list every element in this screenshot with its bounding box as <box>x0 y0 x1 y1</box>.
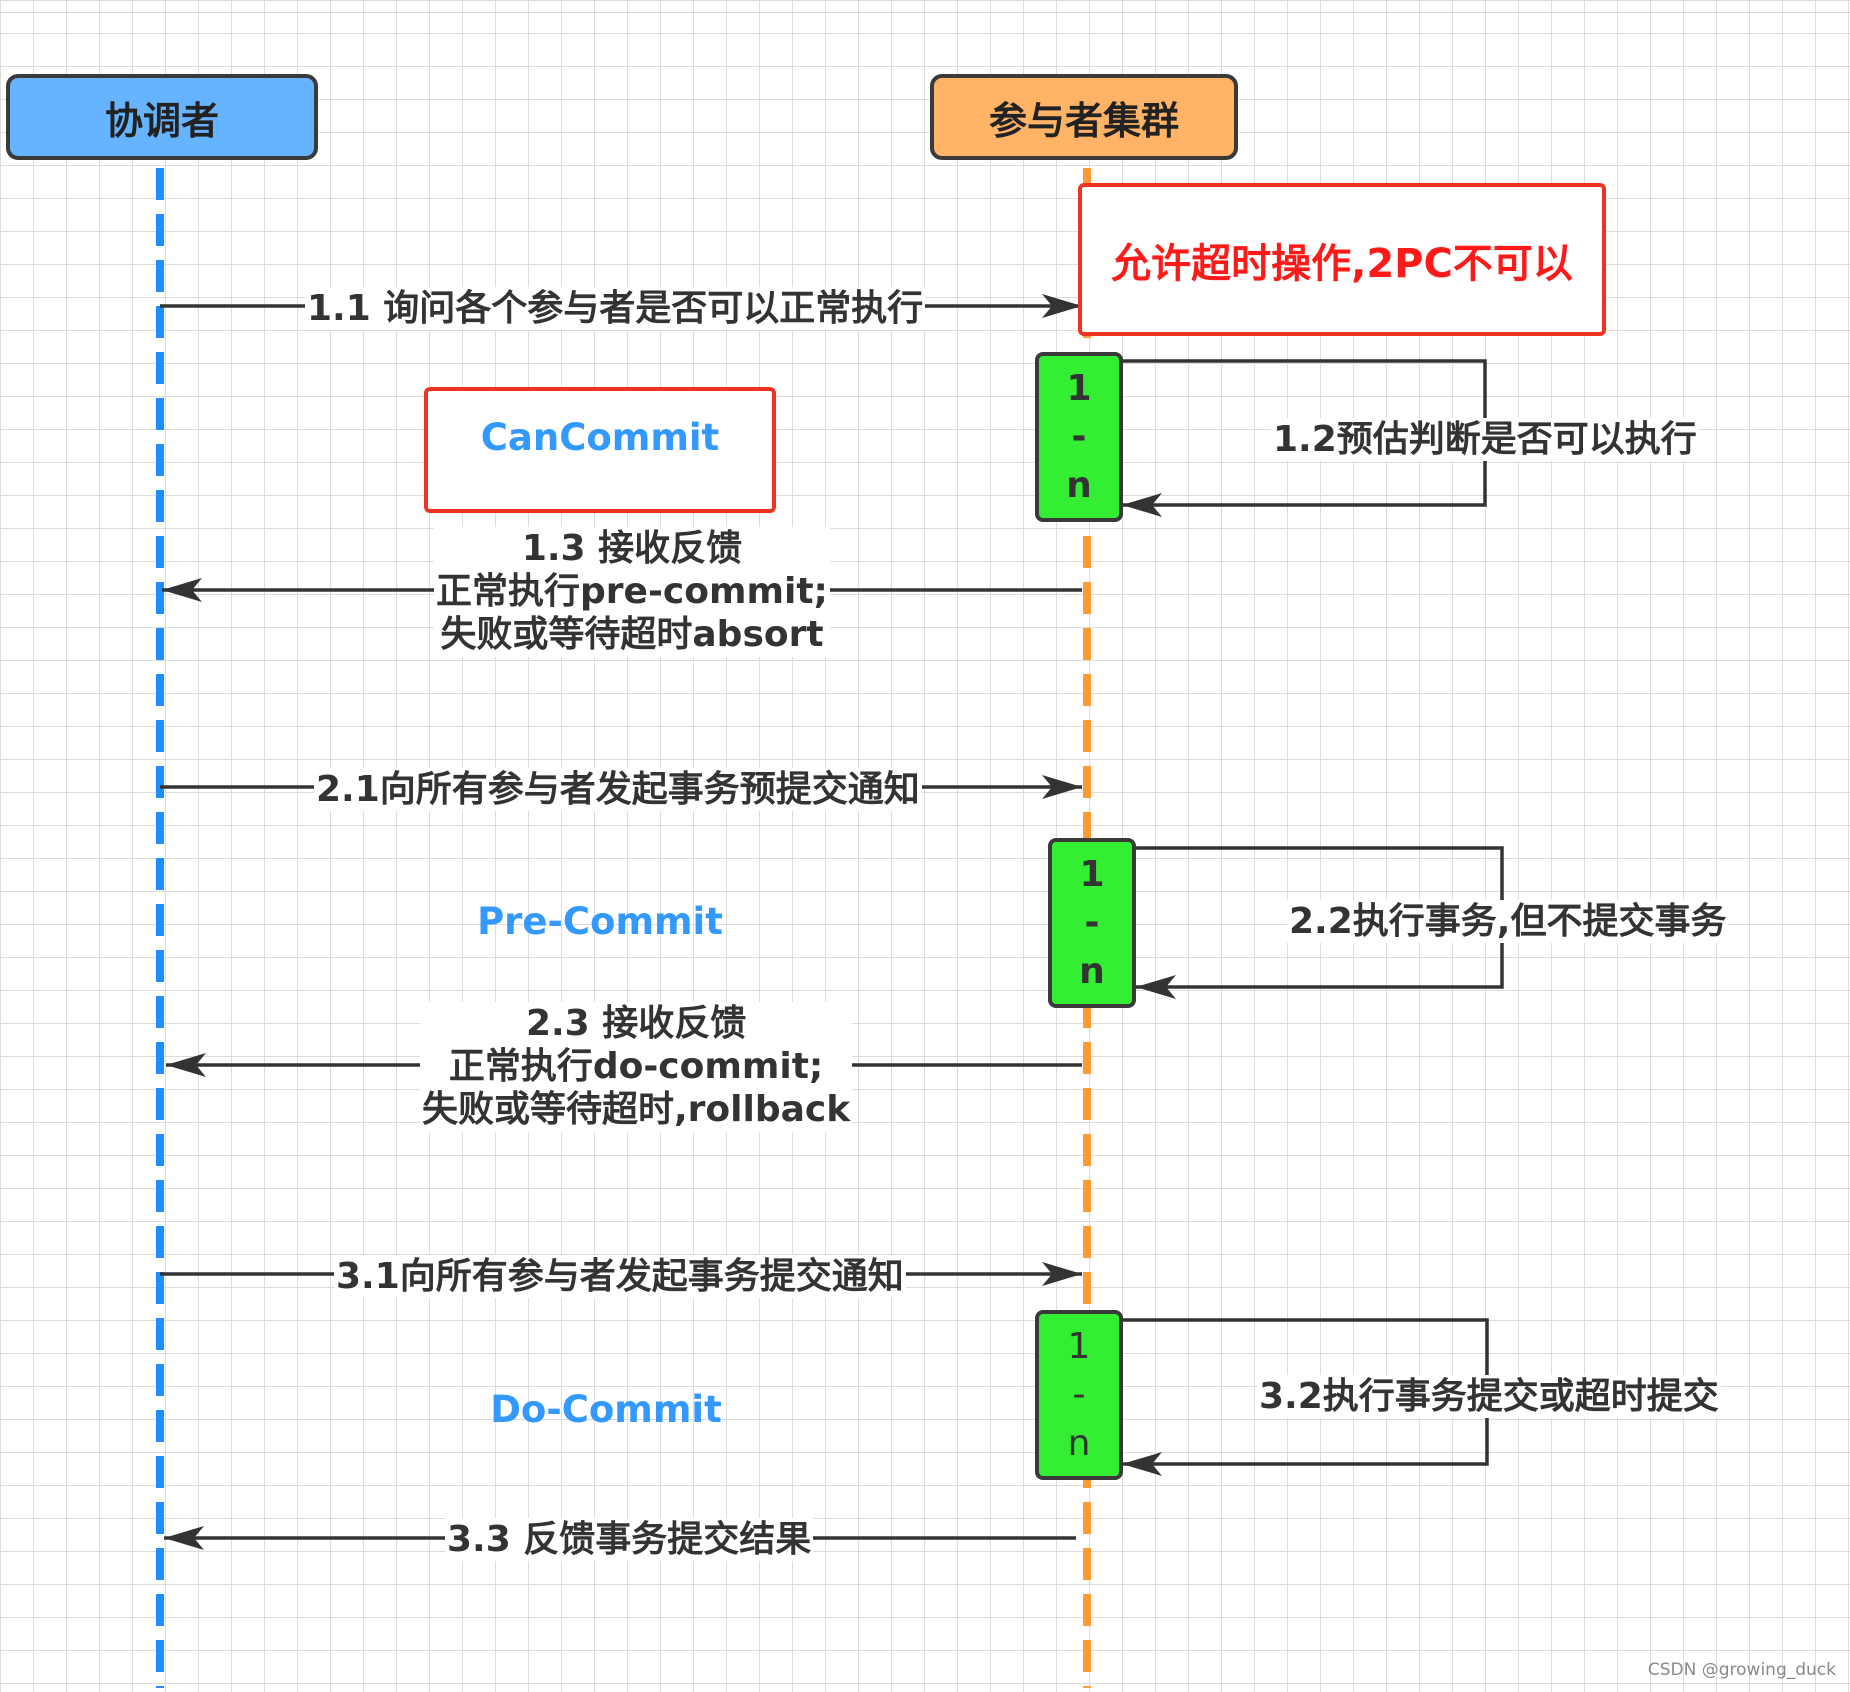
arrowhead-1-3 <box>162 578 202 602</box>
activation-label-top: 1 <box>1066 367 1092 409</box>
arrowhead-2-3 <box>166 1053 206 1077</box>
message-1-2-label: 1.2预估判断是否可以执行 <box>1271 418 1699 462</box>
activation-label-bottom: n <box>1079 951 1105 993</box>
phase-label-precommit: Pre-Commit <box>477 900 723 943</box>
activation-label-top: 1 <box>1067 1325 1091 1367</box>
coordinator-actor: 协调者 <box>6 74 318 160</box>
message-1-3-label: 1.3 接收反馈 正常执行pre-commit; 失败或等待超时absort <box>434 527 830 657</box>
message-3-3-label: 3.3 反馈事务提交结果 <box>445 1518 814 1562</box>
message-2-2-label: 2.2执行事务,但不提交事务 <box>1287 900 1729 944</box>
message-2-3-line-2: 正常执行do-commit; <box>448 1046 824 1088</box>
arrowhead-1-2 <box>1122 493 1162 517</box>
arrowhead-1-1 <box>1042 294 1082 318</box>
message-1-1-label: 1.1 询问各个参与者是否可以正常执行 <box>305 287 926 331</box>
activation-label-mid: - <box>1072 1374 1086 1416</box>
arrowhead-3-1 <box>1042 1262 1082 1286</box>
cancommit-highlight-box <box>424 387 776 513</box>
message-2-3-line-3: 失败或等待超时,rollback <box>422 1089 851 1131</box>
participants-actor: 参与者集群 <box>930 74 1238 160</box>
activation-label-top: 1 <box>1079 853 1105 895</box>
arrowhead-3-2 <box>1122 1452 1162 1476</box>
arrowhead-3-3 <box>164 1526 204 1550</box>
activation-box-1: 1 - n <box>1035 352 1123 522</box>
activation-box-3: 1 - n <box>1035 1310 1123 1480</box>
coordinator-lifeline <box>156 168 164 1688</box>
watermark-text: CSDN @growing_duck <box>1647 1660 1836 1680</box>
message-1-3-line-2: 正常执行pre-commit; <box>436 571 828 613</box>
phase-label-cancommit: CanCommit <box>480 416 720 459</box>
message-3-1-label: 3.1向所有参与者发起事务提交通知 <box>334 1255 906 1299</box>
message-2-1-label: 2.1向所有参与者发起事务预提交通知 <box>314 768 922 812</box>
timeout-note: 允许超时操作,2PC不可以 <box>1078 183 1606 336</box>
message-2-3-label: 2.3 接收反馈 正常执行do-commit; 失败或等待超时,rollback <box>420 1002 853 1132</box>
activation-box-2: 1 - n <box>1048 838 1136 1008</box>
activation-label-bottom: n <box>1066 465 1092 507</box>
message-2-3-line-1: 2.3 接收反馈 <box>525 1003 747 1044</box>
activation-label-mid: - <box>1071 416 1087 458</box>
message-1-3-line-1: 1.3 接收反馈 <box>521 528 743 569</box>
message-3-2-label: 3.2执行事务提交或超时提交 <box>1257 1375 1721 1419</box>
activation-label-bottom: n <box>1067 1423 1091 1465</box>
phase-label-docommit: Do-Commit <box>490 1388 722 1431</box>
message-1-3-line-3: 失败或等待超时absort <box>440 614 824 656</box>
activation-label-mid: - <box>1084 902 1100 944</box>
arrowhead-2-1 <box>1042 775 1082 799</box>
top-divider <box>0 12 1850 13</box>
arrowhead-2-2 <box>1136 975 1176 999</box>
